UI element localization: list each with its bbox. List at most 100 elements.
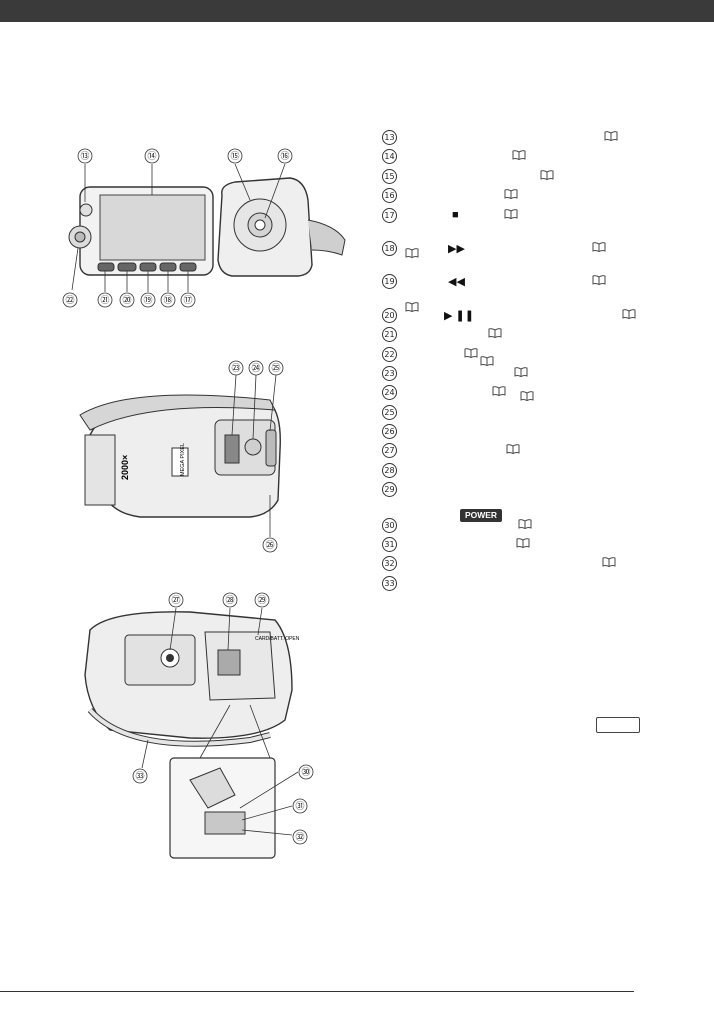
book-ref-icon	[520, 391, 534, 401]
callout-28: ㉘	[225, 595, 234, 606]
callout-27: ㉗	[171, 595, 180, 606]
legend-number: 22	[382, 346, 397, 362]
book-ref-icon	[592, 275, 606, 286]
book-ref-icon	[516, 538, 530, 549]
book-ref-icon	[518, 518, 532, 529]
legend-number: 14	[382, 149, 397, 165]
legend-number: 24	[382, 385, 397, 401]
legend-item-23: 23	[382, 364, 652, 383]
book-ref-icon	[514, 367, 528, 377]
callout-30: ㉚	[301, 767, 310, 778]
book-ref-icon	[480, 356, 494, 366]
camcorder-bottom-illustration: CARD/BATT. OPEN ㉗ ㉘	[84, 592, 314, 859]
callout-31: ㉛	[295, 801, 304, 812]
legend-item-31: 31	[382, 535, 652, 554]
book-ref-icon	[512, 150, 526, 161]
figure-lcd-panel: ⑬ ⑭ ⑮ ⑯ ㉒ ㉑ ⑳ ⑲ ⑱ ⑰	[60, 140, 360, 320]
legend-number: 16	[382, 188, 397, 204]
legend-item-13: 13	[382, 128, 652, 147]
legend-number: 19	[382, 274, 397, 290]
legend-number: 18	[382, 240, 397, 256]
book-ref-icon	[488, 328, 502, 339]
callout-13: ⑬	[80, 151, 89, 162]
book-ref-icon	[540, 170, 554, 180]
book-ref-icon	[622, 308, 636, 319]
book-ref-icon	[405, 302, 419, 312]
cross-reference-box	[596, 717, 640, 733]
callout-17: ⑰	[183, 295, 192, 306]
legend-item-26: 26	[382, 422, 652, 441]
legend-number: 23	[382, 365, 397, 381]
callout-21: ㉑	[100, 295, 109, 306]
legend-number: 30	[382, 517, 397, 533]
legend-item-18: 18 ▶▶	[382, 239, 652, 258]
figure-bottom-view: CARD/BATT. OPEN ㉗ ㉘	[70, 580, 340, 870]
legend-item-19: 19 ◀◀	[382, 272, 652, 291]
callout-32: ㉜	[295, 832, 304, 843]
legend-number: 20	[382, 307, 397, 323]
camcorder-top-illustration: 2000× MEGA PIXEL ㉓ ㉔ ㉕ ㉖	[79, 360, 284, 553]
legend-number: 25	[382, 404, 397, 420]
book-ref-icon	[464, 347, 478, 358]
page-header-bar	[0, 0, 714, 22]
legend-number: 17	[382, 207, 397, 223]
callout-22: ㉒	[65, 295, 74, 306]
callout-24: ㉔	[251, 363, 260, 374]
legend-item-22: 22	[382, 345, 652, 364]
button-glyph: ■	[452, 208, 459, 221]
legend-item-17: 17 ■	[382, 206, 652, 225]
book-ref-icon	[602, 557, 616, 568]
legend-number: 27	[382, 443, 397, 459]
footer-rule	[0, 991, 634, 992]
legend-item-27: 27	[382, 441, 652, 460]
book-ref-icon	[506, 444, 520, 455]
legend-number: 29	[382, 482, 397, 498]
power-badge: POWER	[460, 509, 502, 522]
card-batt-label: CARD/BATT. OPEN	[255, 636, 300, 642]
legend-number: 31	[382, 537, 397, 553]
legend-item-32: 32	[382, 554, 652, 573]
button-glyph: ◀◀	[448, 276, 465, 289]
zoom-label: 2000×	[120, 455, 130, 480]
callout-29: ㉙	[257, 595, 266, 606]
book-ref-icon	[504, 189, 518, 200]
callout-20: ⑳	[122, 295, 131, 306]
legend-number: 32	[382, 556, 397, 572]
callout-16: ⑯	[280, 151, 289, 162]
legend-item-20: 20 ▶ ❚❚	[382, 306, 652, 325]
legend-number: 26	[382, 424, 397, 440]
legend-item-21: 21	[382, 325, 652, 344]
legend-number: 13	[382, 130, 397, 145]
megapixel-label: MEGA PIXEL	[180, 443, 186, 476]
callout-15: ⑮	[230, 151, 239, 162]
legend-number: 33	[382, 575, 397, 591]
book-ref-icon	[504, 208, 518, 219]
book-ref-icon	[492, 386, 506, 397]
legend-item-30: 30	[382, 516, 652, 535]
legend-item-15: 15	[382, 167, 652, 186]
callout-33: ㉝	[135, 771, 144, 782]
legend-item-24: 24	[382, 383, 652, 402]
button-glyph: ▶▶	[448, 242, 465, 255]
callout-14: ⑭	[147, 151, 156, 162]
callout-26: ㉖	[265, 540, 274, 551]
camcorder-lcd-illustration: ⑬ ⑭ ⑮ ⑯ ㉒ ㉑ ⑳ ⑲ ⑱ ⑰	[62, 148, 346, 308]
legend-number: 28	[382, 462, 397, 478]
book-ref-icon	[604, 131, 618, 141]
legend-number: 15	[382, 168, 397, 184]
legend-item-28: 28	[382, 461, 652, 480]
legend-number: 21	[382, 327, 397, 343]
legend-item-29: 29	[382, 480, 652, 499]
callout-23: ㉓	[231, 363, 240, 374]
book-ref-icon	[592, 242, 606, 252]
legend-item-33: 33	[382, 574, 652, 593]
book-ref-icon	[405, 248, 419, 258]
legend-item-25: 25	[382, 403, 652, 422]
parts-legend: 13 14 15 16 17 ■ 18 ▶▶ 19 ◀◀ 20 ▶ ❚❚ 21 22 23 24 25 26 27 2…	[382, 128, 652, 593]
callout-18: ⑱	[163, 295, 172, 306]
legend-item-16: 16	[382, 186, 652, 205]
figure-top-view: 2000× MEGA PIXEL ㉓ ㉔ ㉕ ㉖	[70, 355, 310, 555]
button-glyph: ▶ ❚❚	[444, 309, 474, 322]
legend-item-14: 14	[382, 147, 652, 166]
callout-25: ㉕	[271, 363, 280, 374]
